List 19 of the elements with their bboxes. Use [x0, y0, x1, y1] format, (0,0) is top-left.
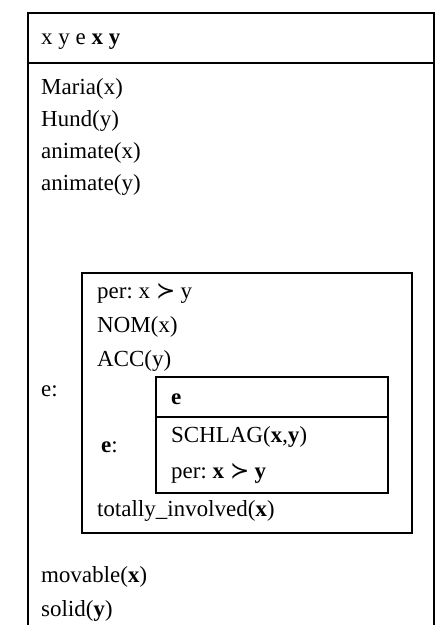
condition-text: SCHLAG(x,y)	[171, 422, 308, 448]
condition-text: Maria(x)	[41, 74, 123, 100]
condition-text: solid(y)	[41, 596, 113, 622]
drs-box	[155, 376, 389, 494]
discourse-referents: x y e x y	[41, 24, 120, 50]
condition-text: movable(x)	[41, 562, 148, 588]
condition-text: animate(y)	[41, 170, 141, 196]
condition-text: per: x ≻ y	[97, 278, 192, 304]
box-label: e:	[41, 376, 58, 402]
condition-text: totally_involved(x)	[97, 496, 275, 522]
condition-text: NOM(x)	[97, 312, 178, 338]
discourse-referents: e	[171, 384, 182, 410]
drs-box	[81, 272, 413, 534]
condition-text: ACC(y)	[97, 346, 172, 372]
condition-text: Hund(y)	[41, 106, 119, 132]
box-label: e:	[101, 432, 118, 458]
drs-box	[27, 12, 435, 625]
condition-text: animate(x)	[41, 138, 141, 164]
condition-text: per: x ≻ y	[171, 458, 266, 484]
